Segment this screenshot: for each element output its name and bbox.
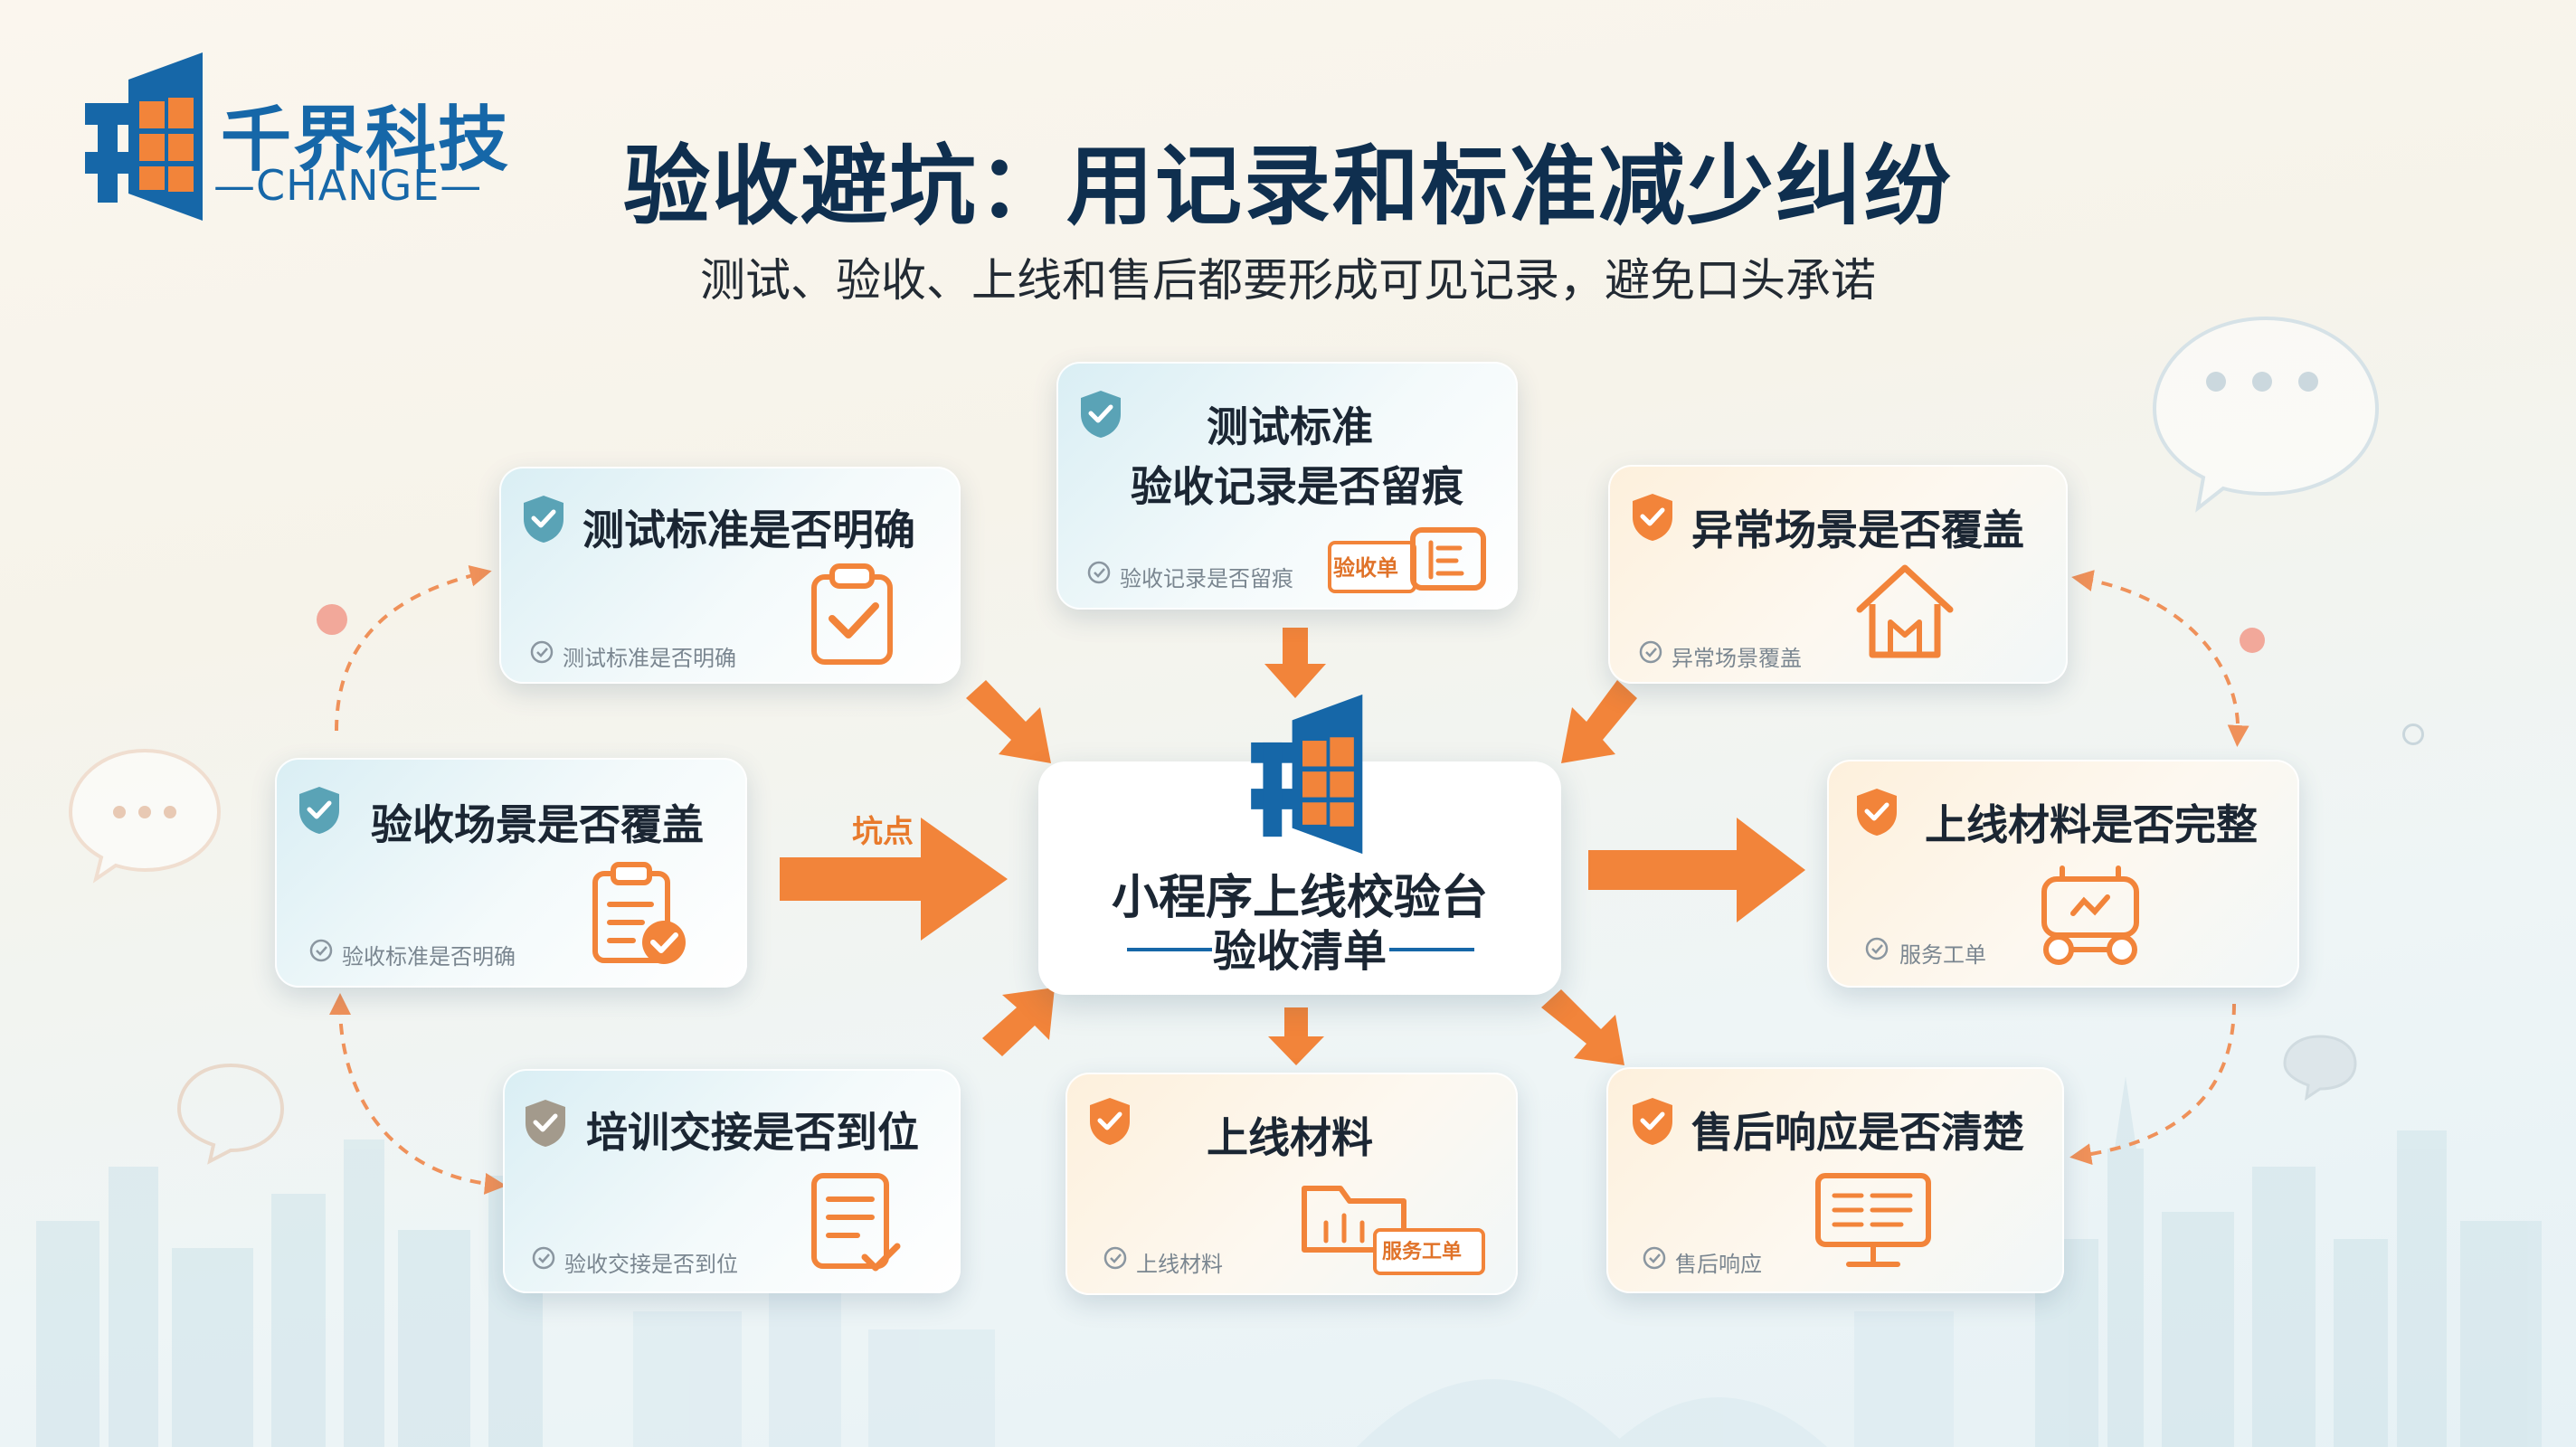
decor-dot [317,604,347,635]
check-circle-icon [1865,937,1889,960]
page-title: 验收避坑：用记录和标准减少纠纷 [623,136,1953,237]
check-circle-icon [1087,561,1111,584]
clipboard-check-icon [592,862,686,964]
chat-bubble-icon [2152,316,2380,513]
check-circle-icon [532,1246,555,1270]
card-caption: 服务工单 [1899,942,1986,968]
arrow-up-diag [982,988,1055,1056]
house-icon [1856,564,1954,658]
card-after-sales[interactable]: 售后响应是否清楚 售后响应 [1606,1067,2064,1293]
card-title: 测试标准 [1207,402,1373,451]
card-exception[interactable]: 异常场景是否覆盖 异常场景覆盖 [1608,465,2068,684]
badge-label: 服务工单 [1382,1241,1463,1263]
center-logo-icon [1251,694,1363,855]
card-acceptance-scene[interactable]: 验收场景是否覆盖 验收标准是否明确 [275,758,747,988]
chat-bubble-icon [68,748,222,884]
arrow-right-pit [780,818,1008,941]
brand-logo-icon [85,52,203,221]
shield-check-icon [299,787,339,834]
card-caption: 验收记录是否留痕 [1120,566,1293,591]
badge-label: 验收单 [1333,555,1398,581]
chat-bubble-icon [2283,1035,2357,1102]
folder-icon [1302,1186,1406,1253]
arrow-right-out [1588,818,1805,922]
shield-check-icon [1633,1098,1672,1145]
card-test-record[interactable]: 测试标准 验收记录是否留痕 验收记录是否留痕 验收单 [1056,362,1518,610]
pitfall-label: 坑点 [852,814,914,850]
city-skyline-decoration [36,1076,2542,1447]
shield-check-icon [524,496,564,543]
brand-name-en: —CHANGE— [213,161,483,210]
card-caption: 上线材料 [1136,1252,1223,1277]
card-training[interactable]: 培训交接是否到位 验收交接是否到位 [503,1069,961,1293]
card-title: 上线材料 [1207,1113,1373,1162]
card-test-standard[interactable]: 测试标准是否明确 测试标准是否明确 [499,467,961,684]
decor-dot [2402,724,2424,745]
card-title: 验收场景是否覆盖 [371,800,704,849]
chat-bubble-icon [176,1063,285,1165]
arrow-diag [1561,680,1637,763]
center-divider-right [1389,948,1474,951]
receipt-icon [1410,527,1486,591]
card-launch-complete[interactable]: 上线材料是否完整 服务工单 [1827,760,2299,988]
center-subtitle: 验收清单 [1212,926,1387,977]
arrow-down-diag [1541,989,1624,1065]
card-caption: 验收标准是否明确 [342,944,516,969]
card-launch-materials[interactable]: 上线材料 服务工单 上线材料 [1065,1073,1518,1295]
check-circle-icon [309,939,333,962]
check-circle-icon [530,640,554,664]
shield-check-icon [1090,1098,1130,1145]
card-caption: 测试标准是否明确 [563,646,736,671]
card-title: 上线材料是否完整 [1925,800,2258,849]
page-subtitle: 测试、验收、上线和售后都要形成可见记录，避免口头承诺 [700,254,1876,307]
card-title: 售后响应是否清楚 [1691,1108,2024,1157]
card-title: 测试标准是否明确 [582,506,915,554]
shield-check-icon [1081,391,1121,438]
shield-check-icon [1633,494,1672,541]
card-caption: 异常场景覆盖 [1672,646,1802,671]
card-caption: 售后响应 [1675,1252,1762,1277]
service-ticket-badge [1373,1228,1485,1275]
card-title: 培训交接是否到位 [586,1108,919,1157]
arrow-diag [966,680,1051,763]
center-title: 小程序上线校验台 [1111,871,1488,925]
card-title: 异常场景是否覆盖 [1691,506,2024,554]
arrow-down [1264,628,1326,698]
clipboard-check-icon [811,563,893,665]
check-circle-icon [1639,640,1662,664]
card-title-line2: 验收记录是否留痕 [1131,462,1463,511]
card-caption: 验收交接是否到位 [564,1252,738,1277]
check-circle-icon [1643,1246,1666,1270]
arrow-down-small [1268,1007,1324,1065]
check-circle-icon [1103,1246,1127,1270]
center-divider-left [1127,948,1212,951]
delivery-cart-icon [2041,865,2139,965]
monitor-icon [1815,1173,1931,1267]
shield-check-icon [526,1100,565,1147]
shield-check-icon [1857,789,1897,836]
document-check-icon [811,1173,901,1272]
brand-name: 千界科技 [221,99,511,181]
